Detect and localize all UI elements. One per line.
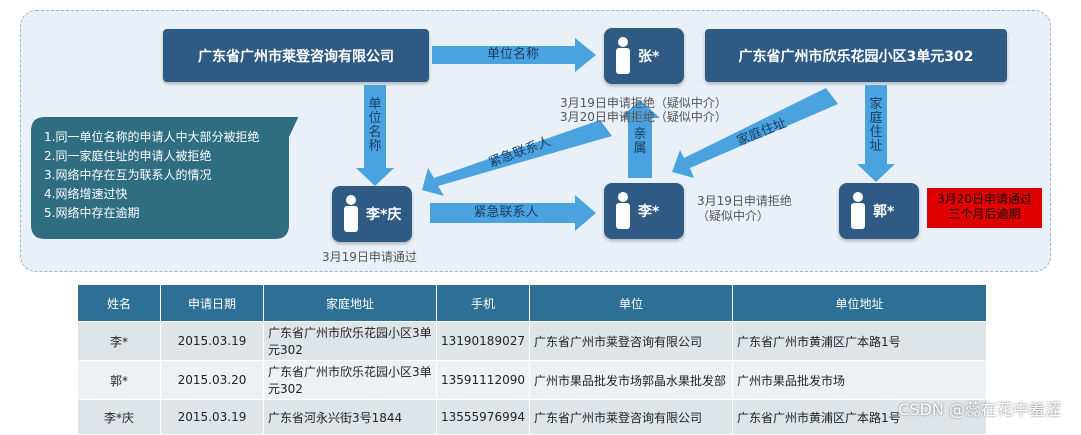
cell-name: 李*庆 bbox=[77, 399, 161, 435]
arrow-li-to-zhang bbox=[620, 100, 660, 178]
label-jiating-zhuzhi-v: 家庭住址 bbox=[869, 97, 883, 154]
cell-phone: 13591112090 bbox=[436, 360, 530, 400]
cell-home-address: 广东省广州市欣乐花园小区3单元302 bbox=[263, 321, 437, 361]
arrow-company-to-liqing bbox=[356, 85, 394, 186]
col-header: 手机 bbox=[436, 284, 530, 322]
col-header: 单位 bbox=[528, 284, 733, 322]
cell-employer: 广州市果品批发市场郭晶水果批发部 bbox=[528, 360, 733, 400]
finding-item: 5.网络中存在逾期 bbox=[44, 206, 140, 220]
cell-employer: 广东省广州市莱登咨询有限公司 bbox=[528, 321, 733, 361]
cell-date: 2015.03.20 bbox=[160, 360, 264, 400]
person-icon bbox=[616, 37, 630, 74]
arrow-liqing-to-li bbox=[430, 195, 596, 231]
person-zhang: 张* bbox=[604, 28, 684, 84]
arrow-address-to-guo bbox=[857, 85, 895, 182]
company-name: 广东省广州市莱登咨询有限公司 bbox=[198, 48, 394, 65]
label-danwei-mingcheng-v: 单位名称 bbox=[368, 97, 382, 154]
person-name: 李*庆 bbox=[366, 207, 402, 223]
guo-status-highlight: 3月20日申请通过 三个月后逾期 bbox=[927, 188, 1042, 228]
label-danwei-mingcheng-h: 单位名称 bbox=[486, 47, 539, 62]
finding-item: 2.同一家庭住址的申请人被拒绝 bbox=[44, 149, 212, 163]
findings-list: 1.同一单位名称的申请人中大部分被拒绝 2.同一家庭住址的申请人被拒绝 3.网络… bbox=[44, 128, 259, 223]
col-header: 家庭地址 bbox=[263, 284, 437, 322]
findings-bubble bbox=[31, 117, 299, 239]
finding-item: 1.同一单位名称的申请人中大部分被拒绝 bbox=[44, 130, 260, 144]
person-icon bbox=[344, 195, 358, 232]
company-box-laideng: 广东省广州市莱登咨询有限公司 bbox=[163, 29, 429, 82]
col-header: 姓名 bbox=[77, 284, 161, 322]
applicant-table: 姓名 申请日期 家庭地址 手机 单位 单位地址 李* 2015.03.19 广东… bbox=[77, 284, 988, 435]
cell-employer-address: 广州市果品批发市场 bbox=[731, 360, 988, 400]
cell-employer: 广东省广州市莱登咨询有限公司 bbox=[528, 399, 733, 435]
table-row: 李* 2015.03.19 广东省广州市欣乐花园小区3单元302 1319018… bbox=[77, 321, 988, 361]
arrow-address-to-li bbox=[672, 88, 838, 178]
note-li-2: （疑似中介） bbox=[697, 209, 770, 223]
col-header: 单位地址 bbox=[731, 284, 988, 322]
person-li: 李* bbox=[604, 183, 684, 239]
person-icon bbox=[851, 192, 865, 229]
address-box: 广东省广州市欣乐花园小区3单元302 bbox=[705, 29, 1007, 82]
cell-employer-address: 广东省广州市黄浦区广本路1号 bbox=[731, 321, 988, 361]
arrow-company-to-zhang bbox=[432, 38, 596, 72]
person-icon bbox=[616, 192, 630, 229]
cell-home-address: 广东省河永兴街3号1844 bbox=[263, 399, 437, 435]
cell-name: 李* bbox=[77, 321, 161, 361]
person-name: 李* bbox=[638, 204, 660, 220]
col-header: 申请日期 bbox=[160, 284, 264, 322]
cell-home-address: 广东省广州市欣乐花园小区3单元302 bbox=[263, 360, 437, 400]
person-liqing: 李*庆 bbox=[332, 186, 412, 242]
table-row: 李*庆 2015.03.19 广东省河永兴街3号1844 13555976994… bbox=[77, 399, 988, 435]
cell-phone: 13190189027 bbox=[436, 321, 530, 361]
finding-item: 4.网络增速过快 bbox=[44, 187, 128, 201]
arrow-li-to-liqing bbox=[422, 120, 612, 196]
finding-item: 3.网络中存在互为联系人的情况 bbox=[44, 168, 212, 182]
person-name: 郭* bbox=[873, 204, 895, 220]
person-name: 张* bbox=[638, 49, 660, 65]
cell-date: 2015.03.19 bbox=[160, 321, 264, 361]
note-zhang-2: 3月20日申请拒绝（疑似中介） bbox=[560, 110, 727, 124]
watermark: CSDN @蕊在花中羞涩 bbox=[898, 400, 1061, 419]
note-guo-2: 三个月后逾期 bbox=[948, 207, 1021, 221]
note-zhang-1: 3月19日申请拒绝（疑似中介） bbox=[560, 96, 727, 110]
person-guo: 郭* bbox=[839, 183, 919, 239]
note-guo-1: 3月20日申请通过 bbox=[937, 192, 1032, 206]
address-text: 广东省广州市欣乐花园小区3单元302 bbox=[738, 48, 974, 65]
cell-date: 2015.03.19 bbox=[160, 399, 264, 435]
label-jinji-lianxiren-h: 紧急联系人 bbox=[473, 205, 539, 220]
label-qinshu: 亲属 bbox=[633, 127, 647, 156]
table-header-row: 姓名 申请日期 家庭地址 手机 单位 单位地址 bbox=[77, 284, 988, 322]
note-liqing: 3月19日申请通过 bbox=[322, 250, 417, 264]
cell-phone: 13555976994 bbox=[436, 399, 530, 435]
table-row: 郭* 2015.03.20 广东省广州市欣乐花园小区3单元302 1359111… bbox=[77, 360, 988, 400]
note-li-1: 3月19日申请拒绝 bbox=[697, 194, 792, 208]
cell-name: 郭* bbox=[77, 360, 161, 400]
